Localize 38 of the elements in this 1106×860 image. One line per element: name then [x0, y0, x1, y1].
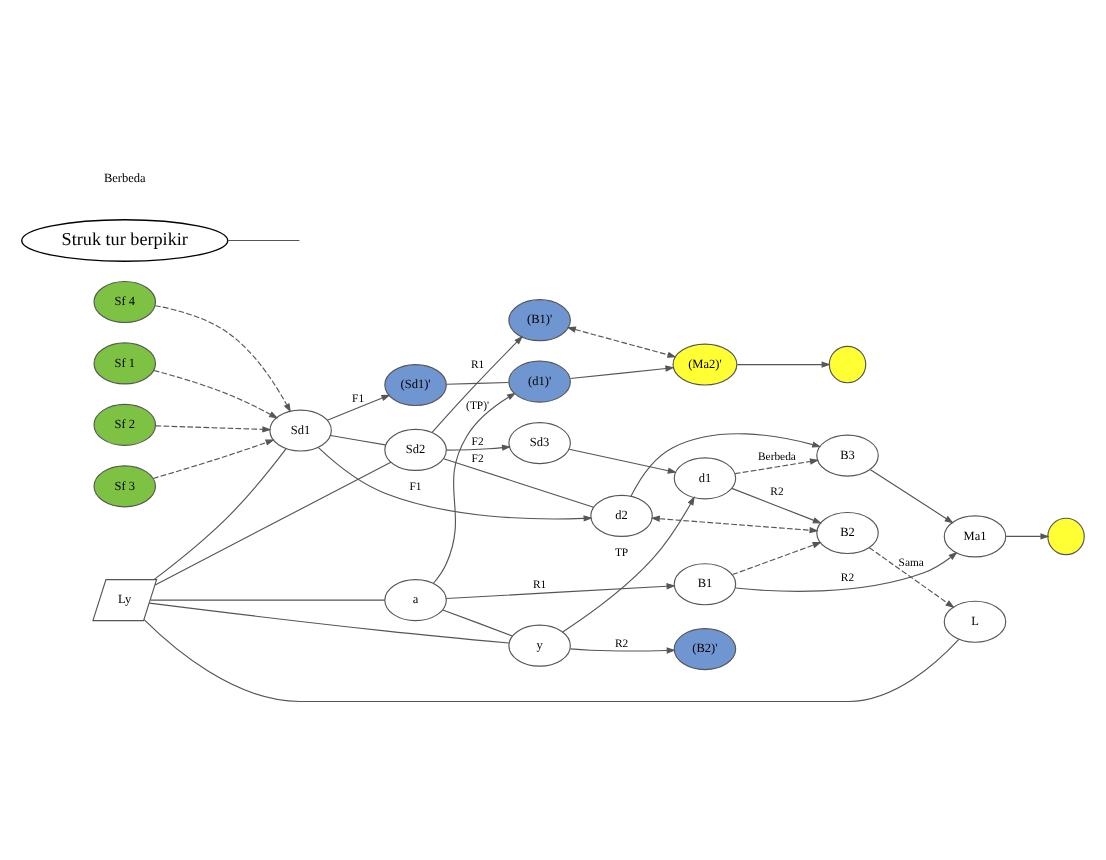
arrow	[731, 542, 822, 576]
node-circle	[828, 345, 867, 384]
arrow	[445, 583, 676, 600]
arrow	[153, 369, 279, 419]
connector	[329, 434, 386, 446]
arrow	[152, 439, 275, 479]
arrow	[445, 444, 512, 451]
connector	[143, 619, 960, 703]
connector	[227, 239, 300, 242]
arrow	[326, 394, 391, 421]
arrow	[734, 551, 958, 592]
arrow	[869, 469, 954, 524]
arrow	[431, 335, 523, 433]
arrow	[731, 487, 822, 524]
connector	[443, 458, 595, 508]
arrow	[562, 496, 695, 633]
connector	[445, 381, 510, 385]
arrow	[650, 515, 819, 534]
arrow	[734, 458, 820, 475]
arrow	[569, 647, 676, 654]
arrow	[566, 326, 677, 358]
node-circle	[1047, 517, 1085, 556]
connector	[442, 609, 513, 637]
connector	[153, 448, 287, 581]
arrow	[154, 305, 291, 413]
connector	[148, 602, 510, 644]
arrow	[568, 448, 677, 474]
arrow	[155, 425, 272, 433]
arrow	[868, 547, 955, 609]
connector	[149, 599, 386, 601]
arrow	[630, 433, 822, 497]
arrow	[569, 365, 675, 380]
arrow	[432, 392, 517, 584]
node-ellipse: Struk tur berpikir	[21, 219, 229, 262]
connector	[154, 461, 392, 586]
arrow	[736, 361, 831, 368]
arrow	[317, 447, 593, 522]
arrow	[1005, 533, 1050, 540]
